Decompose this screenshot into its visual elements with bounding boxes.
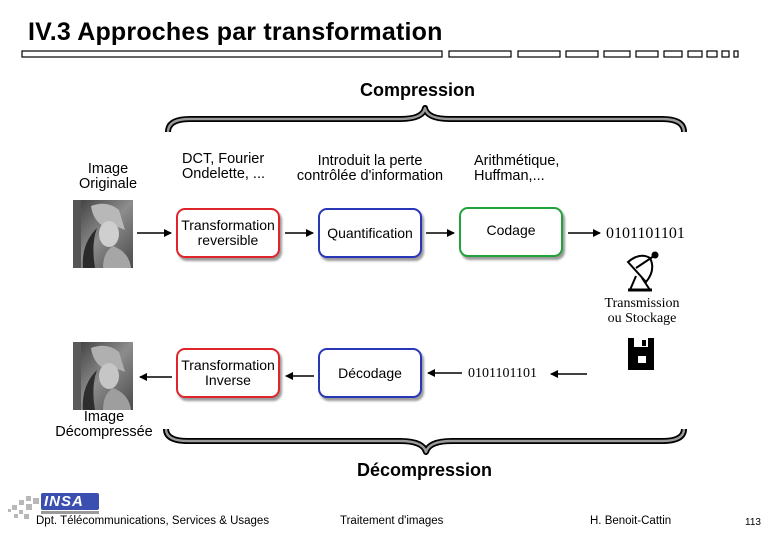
codage-box: Codage	[459, 207, 563, 257]
transformation-reversible-box: Transformation reversible	[176, 208, 280, 258]
footer-department: Dpt. Télécommunications, Services & Usag…	[36, 515, 270, 527]
decodage-box: Décodage	[318, 348, 422, 398]
transformation-inverse-box: Transformation Inverse	[176, 348, 280, 398]
title-rule	[21, 50, 739, 58]
slide-title: IV.3 Approches par transformation	[28, 18, 443, 46]
footer-course: Traitement d'images	[340, 515, 444, 527]
transform-description: DCT, Fourier Ondelette, ...	[182, 151, 266, 182]
page-number: 113	[745, 517, 761, 528]
decompressed-image	[73, 342, 133, 410]
decompression-label: Décompression	[357, 460, 493, 480]
received-bitstream: 0101101101	[468, 366, 537, 381]
insa-logo-text: INSA	[44, 493, 84, 510]
compression-label: Compression	[360, 80, 476, 100]
quantification-description: Introduit la perte contrôlée d'informati…	[296, 153, 444, 184]
input-image-label: Image Originale	[78, 161, 138, 192]
footer-author: H. Benoit-Cattin	[590, 515, 672, 527]
transmission-label: Transmission ou Stockage	[604, 296, 680, 326]
quantification-box: Quantification	[318, 208, 422, 258]
decompressed-image-thumbnail	[73, 342, 133, 410]
original-image	[73, 200, 133, 268]
coding-description: Arithmétique, Huffman,...	[474, 153, 560, 184]
compressed-bitstream: 0101101101	[606, 225, 685, 242]
decompressed-image-label: Image Décompressée	[55, 409, 153, 440]
original-image-thumbnail	[73, 200, 133, 268]
